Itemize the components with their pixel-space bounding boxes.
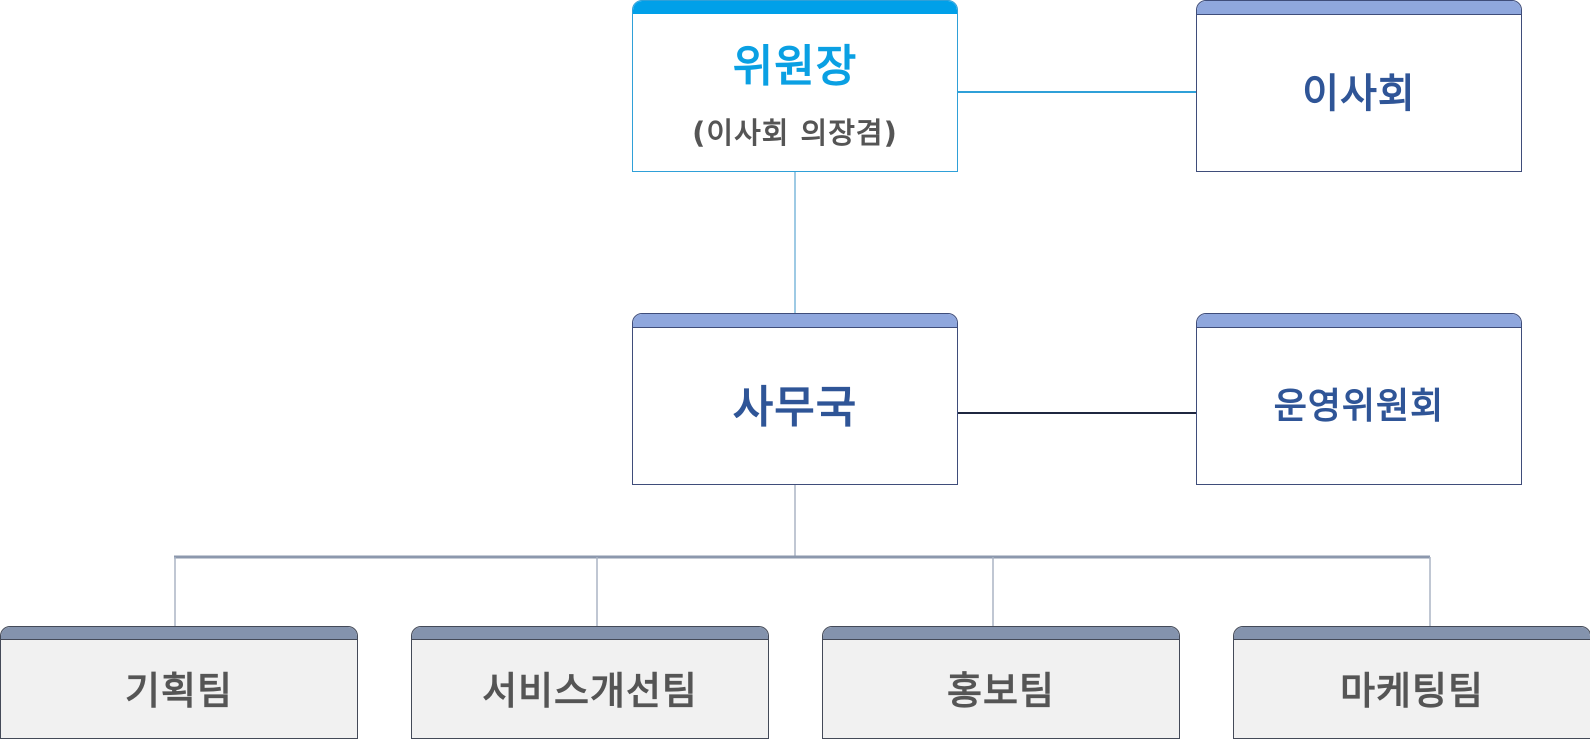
team-box-planning: 기획팀: [0, 626, 358, 739]
chairman-box: 위원장 (이사회 의장겸): [632, 0, 958, 172]
operating-committee-box-cap: [1197, 314, 1521, 328]
chairman-subtitle: (이사회 의장겸): [692, 116, 898, 150]
board-box-cap: [1197, 1, 1521, 15]
operating-committee-box: 운영위원회: [1196, 313, 1522, 485]
team-title-planning: 기획팀: [125, 669, 233, 713]
team-title-marketing: 마케팅팀: [1340, 669, 1484, 713]
team-title-pr: 홍보팀: [947, 669, 1055, 713]
team-box-cap: [1, 627, 357, 640]
board-box: 이사회: [1196, 0, 1522, 172]
chairman-box-cap: [633, 1, 957, 14]
office-box: 사무국: [632, 313, 958, 485]
operating-committee-title: 운영위원회: [1273, 386, 1445, 427]
chairman-title: 위원장: [732, 41, 858, 92]
office-box-cap: [633, 314, 957, 328]
team-box-cap: [1234, 627, 1590, 640]
team-box-cap: [823, 627, 1179, 640]
team-box-cap: [412, 627, 768, 640]
team-title-service-improvement: 서비스개선팀: [482, 669, 698, 713]
board-title: 이사회: [1302, 71, 1416, 117]
team-box-marketing: 마케팅팀: [1233, 626, 1590, 739]
team-box-service-improvement: 서비스개선팀: [411, 626, 769, 739]
team-box-pr: 홍보팀: [822, 626, 1180, 739]
office-title: 사무국: [732, 382, 858, 433]
